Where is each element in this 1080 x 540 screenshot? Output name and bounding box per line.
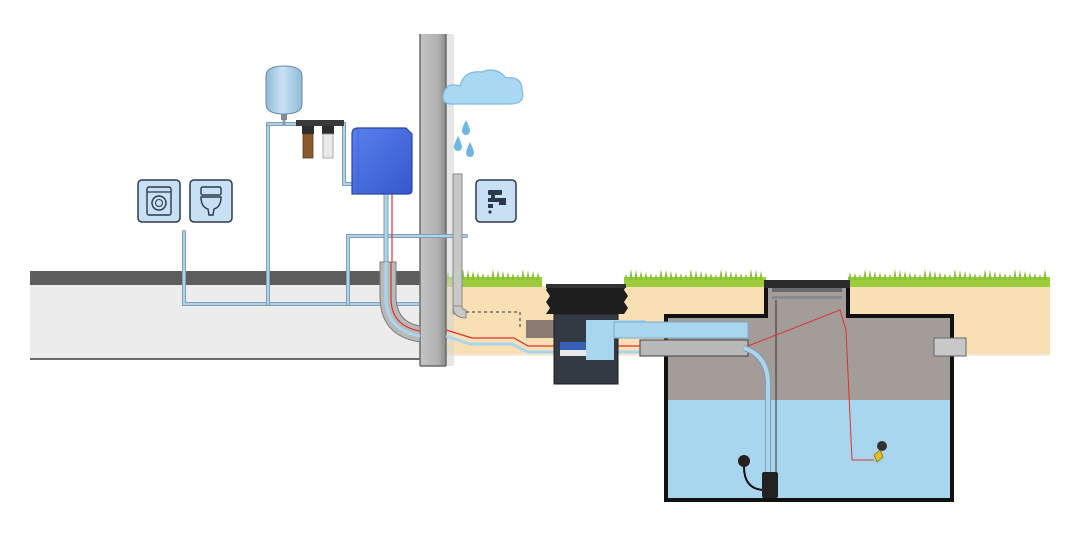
rain-cloud [442,69,524,105]
pressure-vessel [265,65,303,120]
dashed-inlet-line [466,311,521,328]
washing-machine-icon [137,179,181,223]
downpipe [452,173,467,319]
inlet-pipe [613,321,749,339]
rain-drops [454,120,474,157]
outdoor-pipework [445,329,640,354]
float-switch [747,309,887,463]
tap-icon [475,179,517,223]
grass-strip [446,269,1050,287]
water-filters [296,120,344,159]
submersible-pump [738,455,778,498]
pipe-sleeve [379,261,421,343]
floor-slab [30,271,422,360]
filter-unit [546,284,646,385]
pump-hose [742,300,777,478]
control-unit [351,127,413,195]
toilet-icon [189,179,233,223]
building-wall [419,34,454,367]
